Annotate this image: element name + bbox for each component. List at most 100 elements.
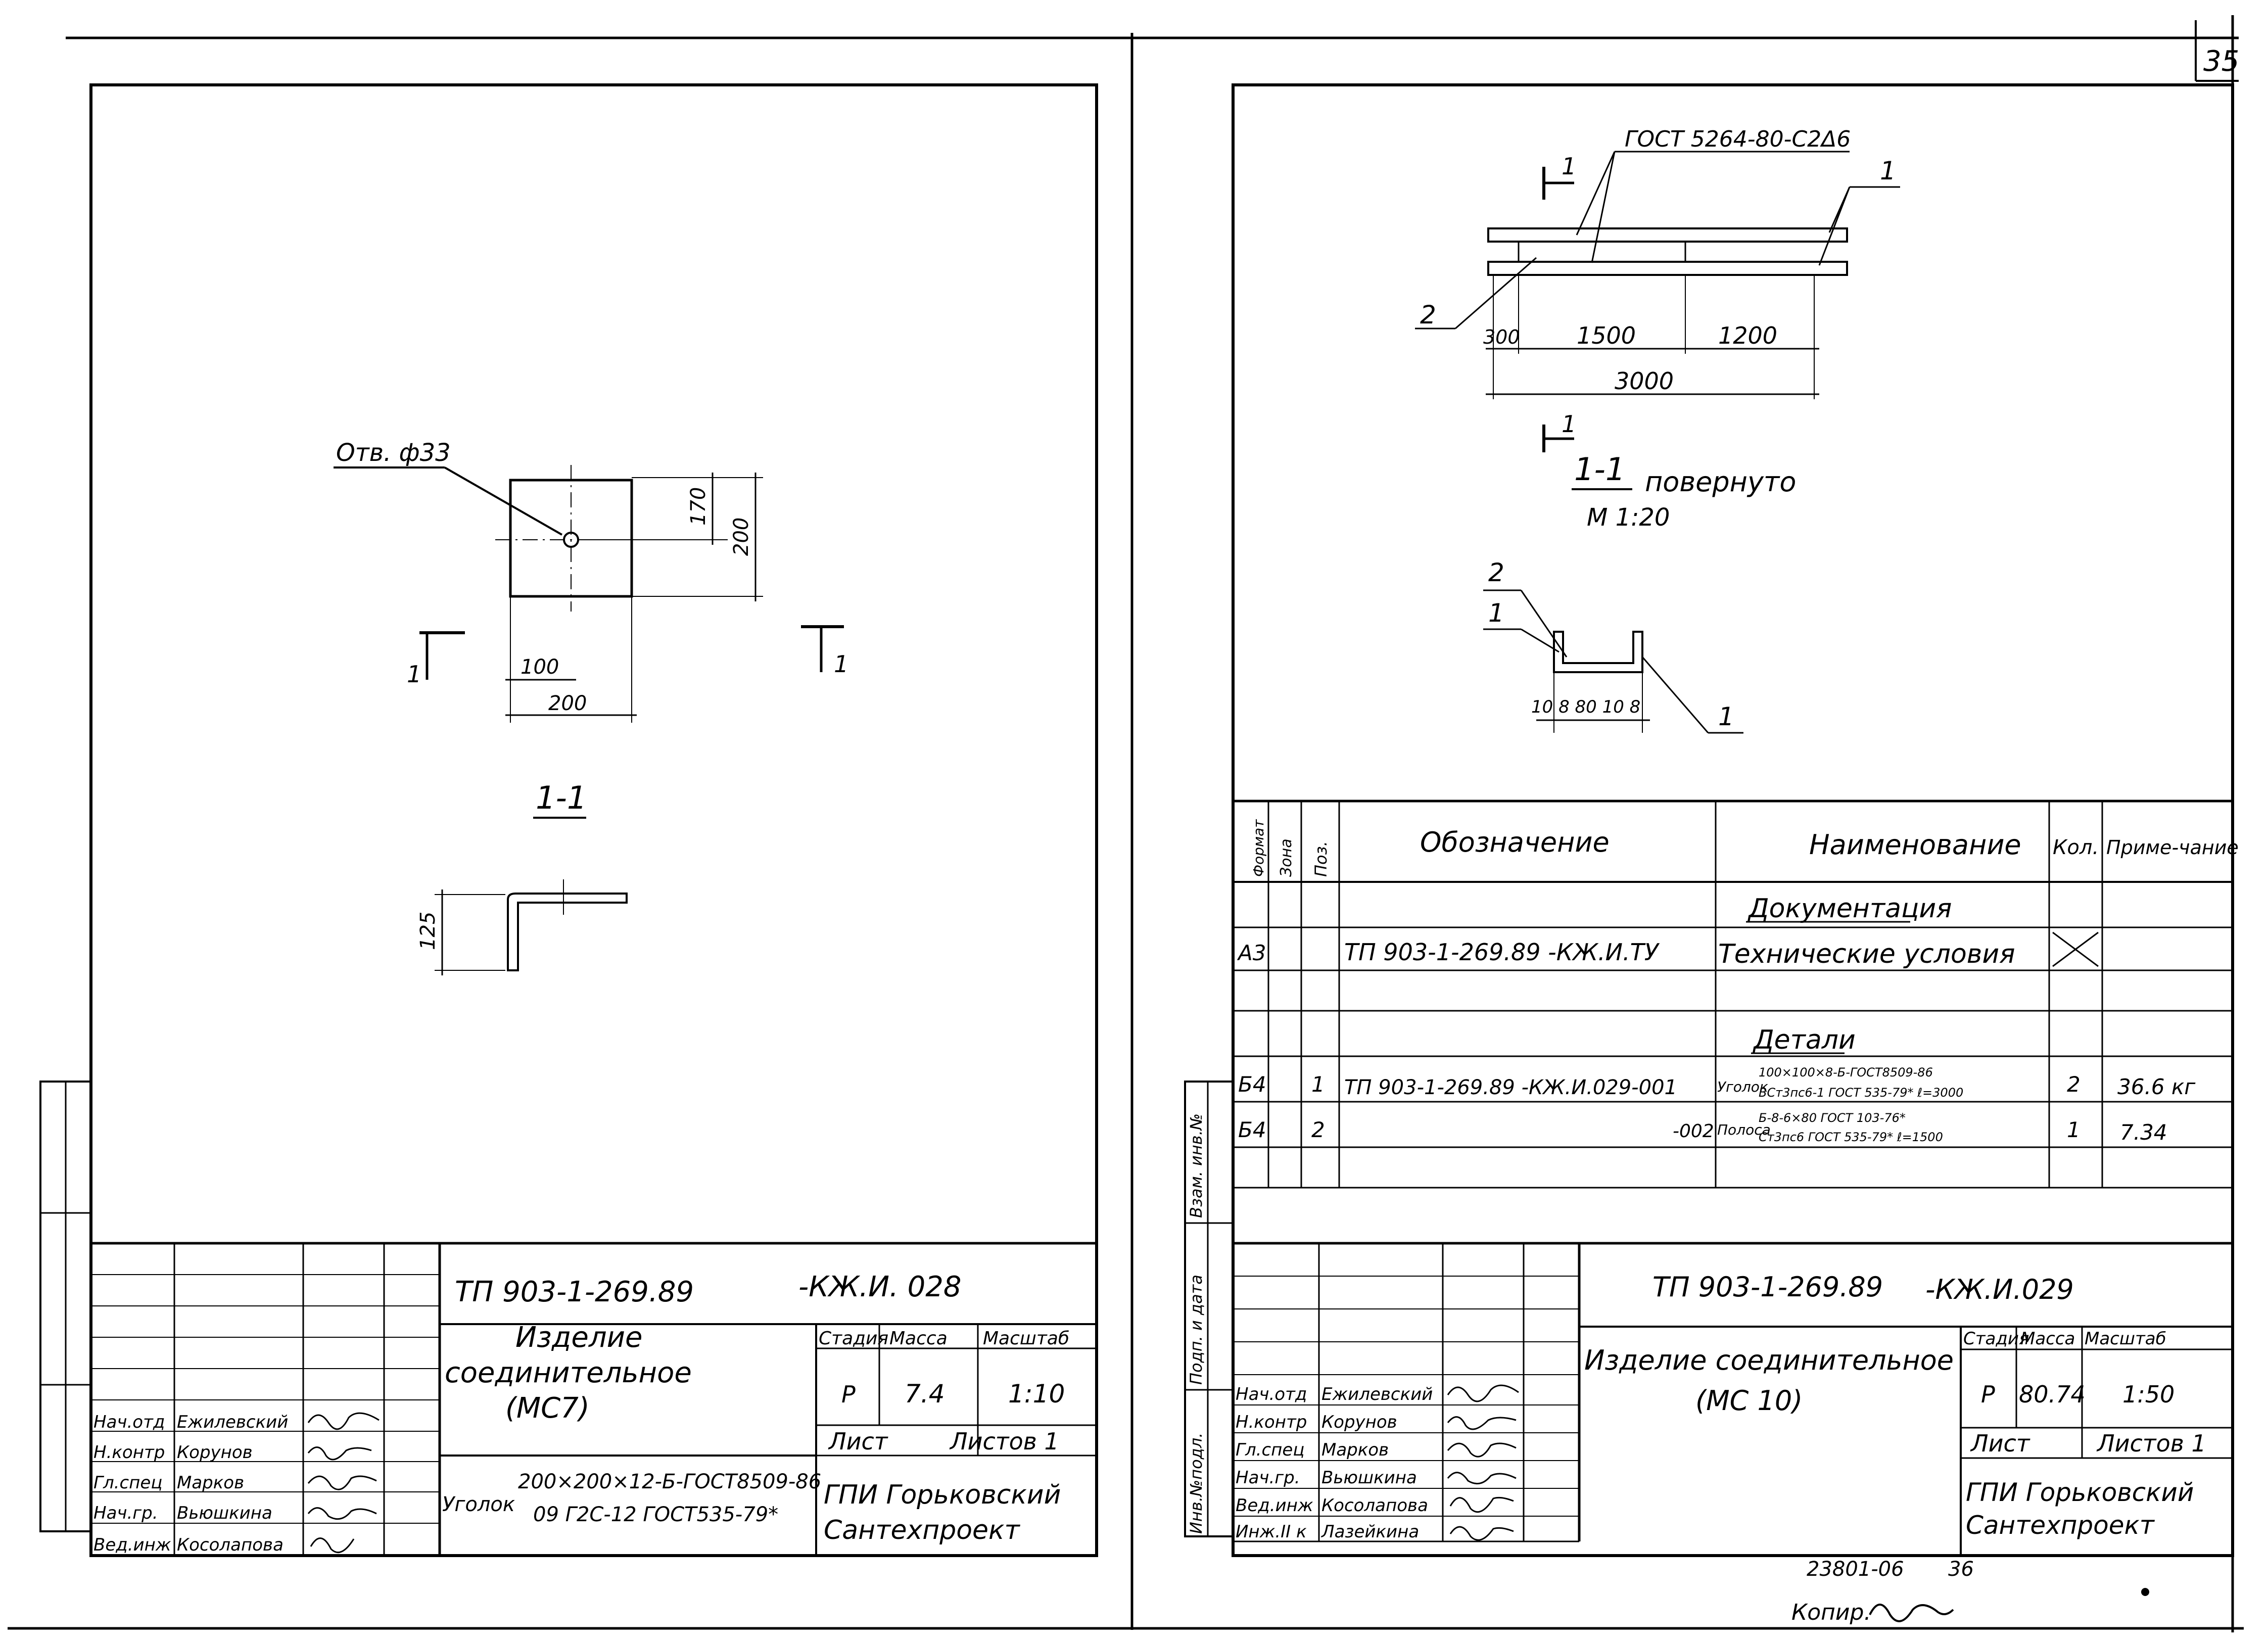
right-title-block <box>1233 1242 2233 1556</box>
spec-row-format: Б4 <box>1238 1072 1266 1097</box>
left-doc-code: ТП 903-1-269.89 <box>455 1276 694 1308</box>
channel-section-view <box>1483 589 1743 734</box>
left-sheets-label: Листов 1 <box>949 1428 1059 1455</box>
signer-name: Лазейкина <box>1320 1522 1419 1542</box>
right-sheet-label: Лист <box>1970 1430 2030 1457</box>
right-scale-value: 1:50 <box>2122 1381 2175 1408</box>
detail-callout-1-lower: 1 <box>1718 702 1734 731</box>
stamp-inv-podl: Инв.№подл. <box>1187 1433 1206 1534</box>
spec-row-designation: ТП 903-1-269.89 -КЖ.И.029-001 <box>1344 1076 1677 1099</box>
spec-row-pos: 2 <box>1311 1117 1325 1142</box>
spec-header-format: Формат <box>1250 819 1267 877</box>
dim-125: 125 <box>416 912 440 950</box>
spec-row-note: 7.34 <box>2120 1120 2167 1145</box>
signer-role: Вед.инж <box>1236 1495 1313 1516</box>
signer-name: Вьюшкина <box>177 1503 272 1523</box>
left-material-prefix: Уголок <box>442 1493 515 1516</box>
right-doc-code: ТП 903-1-269.89 <box>1652 1271 1883 1303</box>
right-doc-suffix: -КЖ.И.029 <box>1925 1274 2074 1305</box>
detail-callout-1-upper: 1 <box>1488 598 1504 628</box>
left-stage-header: Стадия <box>819 1328 888 1349</box>
plate-plan-view <box>334 465 844 723</box>
spec-row-qty: 1 <box>2067 1117 2081 1142</box>
signer-role: Инж.II к <box>1236 1522 1307 1542</box>
right-signatures <box>1447 1384 1519 1541</box>
right-sheet: ГОСТ 5264-80-С2Δ6 1 2 1 1 300 1500 1200 … <box>1184 83 2239 1557</box>
callout-1: 1 <box>1880 156 1896 185</box>
spec-doc-format: А3 <box>1237 941 1266 965</box>
stamp-podp-data: Подп. и дата <box>1187 1275 1206 1385</box>
assembly-plan-view <box>1415 151 1900 452</box>
left-material-line-1: 200×200×12-Б-ГОСТ8509-86 <box>518 1470 821 1493</box>
dim-100: 100 <box>521 655 559 679</box>
signer-name: Косолапова <box>1321 1495 1428 1516</box>
spec-row-pos: 1 <box>1311 1072 1325 1097</box>
spec-row-qty: 2 <box>2067 1072 2081 1097</box>
right-stage-value: Р <box>1981 1381 1995 1408</box>
dim-3000: 3000 <box>1615 367 1674 395</box>
spec-section-details: Детали <box>1753 1025 1856 1055</box>
spec-row-format: Б4 <box>1238 1117 1266 1142</box>
signer-role: Нач.отд <box>1236 1384 1307 1404</box>
left-org-line-1: ГПИ Горьковский <box>824 1480 1061 1510</box>
spec-row-1: Б4 1 ТП 903-1-269.89 -КЖ.И.029-001 Уголо… <box>1238 1065 2196 1100</box>
spec-row-name-line1: 100×100×8-Б-ГОСТ8509-86 <box>1759 1065 1933 1080</box>
rotated-label: повернуто <box>1645 466 1796 498</box>
callout-2: 2 <box>1420 300 1436 330</box>
dim-170: 170 <box>687 487 710 526</box>
signer-role: Нач.отд <box>93 1412 165 1432</box>
spec-row-2: Б4 2 -002 Полоса Б-8-6×80 ГОСТ 103-76* С… <box>1238 1111 2167 1145</box>
spec-row-designation: -002 <box>1673 1121 1714 1142</box>
dim-200-vertical: 200 <box>730 518 753 556</box>
left-sheet-label: Лист <box>828 1428 888 1455</box>
signer-name: Ежилевский <box>1321 1384 1433 1404</box>
spec-header-note: Приме-чание <box>2106 836 2239 859</box>
right-scale-header: Масштаб <box>2085 1329 2166 1349</box>
copy-label: Копир. <box>1791 1600 1871 1625</box>
stamp-page: 36 <box>1948 1558 1974 1581</box>
right-item-name-2: (МС 10) <box>1695 1385 1803 1417</box>
section-title: 1-1 <box>1574 451 1625 488</box>
right-org-line-2: Сантехпроект <box>1966 1511 2155 1540</box>
section-mark-top: 1 <box>1562 153 1576 180</box>
signer-name: Вьюшкина <box>1321 1468 1417 1488</box>
right-stage-header: Стадия <box>1963 1329 2029 1349</box>
spec-header-designation: Обозначение <box>1420 826 1610 858</box>
signer-name: Косолапова <box>177 1535 284 1555</box>
detail-dims: 10 8 80 10 8 <box>1531 697 1640 717</box>
signer-role: Нач.гр. <box>1236 1468 1300 1488</box>
angle-section-view <box>435 879 628 975</box>
spec-header-zone: Зона <box>1278 838 1295 877</box>
left-org-line-2: Сантехпроект <box>824 1515 1020 1545</box>
spec-row-name: Полоса <box>1717 1121 1771 1138</box>
dim-1500: 1500 <box>1577 322 1636 349</box>
spec-row-note: 36.6 кг <box>2117 1074 2196 1099</box>
left-stage-value: Р <box>841 1381 856 1408</box>
copy-signature <box>1869 1604 1954 1622</box>
left-side-stamp <box>39 1081 92 1532</box>
left-title-block <box>91 1242 1097 1556</box>
left-item-name-3: (МС7) <box>505 1392 590 1425</box>
spec-row-name-line2: ВСт3пс6-1 ГОСТ 535-79* ℓ=3000 <box>1759 1086 1963 1100</box>
spec-header-name: Наименование <box>1809 829 2021 861</box>
stamp-number: 23801-06 <box>1807 1558 1904 1581</box>
section-title: 1-1 <box>536 779 587 816</box>
signer-role: Н.контр <box>1236 1412 1307 1432</box>
left-material-line-2: 09 Г2С-12 ГОСТ535-79* <box>533 1503 778 1526</box>
right-org-line-1: ГПИ Горьковский <box>1966 1478 2194 1507</box>
gost-weld-label: ГОСТ 5264-80-С2Δ6 <box>1625 126 1851 152</box>
section-mark-bottom: 1 <box>1562 410 1576 438</box>
signer-name: Ежилевский <box>177 1412 288 1432</box>
right-item-name-1: Изделие соединительное <box>1584 1344 1954 1376</box>
spec-doc-designation: ТП 903-1-269.89 -КЖ.И.ТУ <box>1344 939 1660 966</box>
left-scale-value: 1:10 <box>1008 1379 1065 1409</box>
detail-callout-2: 2 <box>1488 558 1504 587</box>
signer-name: Корунов <box>177 1442 253 1463</box>
section-mark-right: 1 <box>834 650 848 678</box>
signer-name: Марков <box>177 1473 244 1493</box>
dim-200-horizontal: 200 <box>548 692 587 715</box>
right-mass-header: Масса <box>2020 1329 2075 1349</box>
spec-section-docs: Документация <box>1747 894 1952 924</box>
signer-role: Н.контр <box>93 1442 165 1463</box>
stamp-vzam-inv: Взам. инв.№ <box>1187 1113 1206 1218</box>
